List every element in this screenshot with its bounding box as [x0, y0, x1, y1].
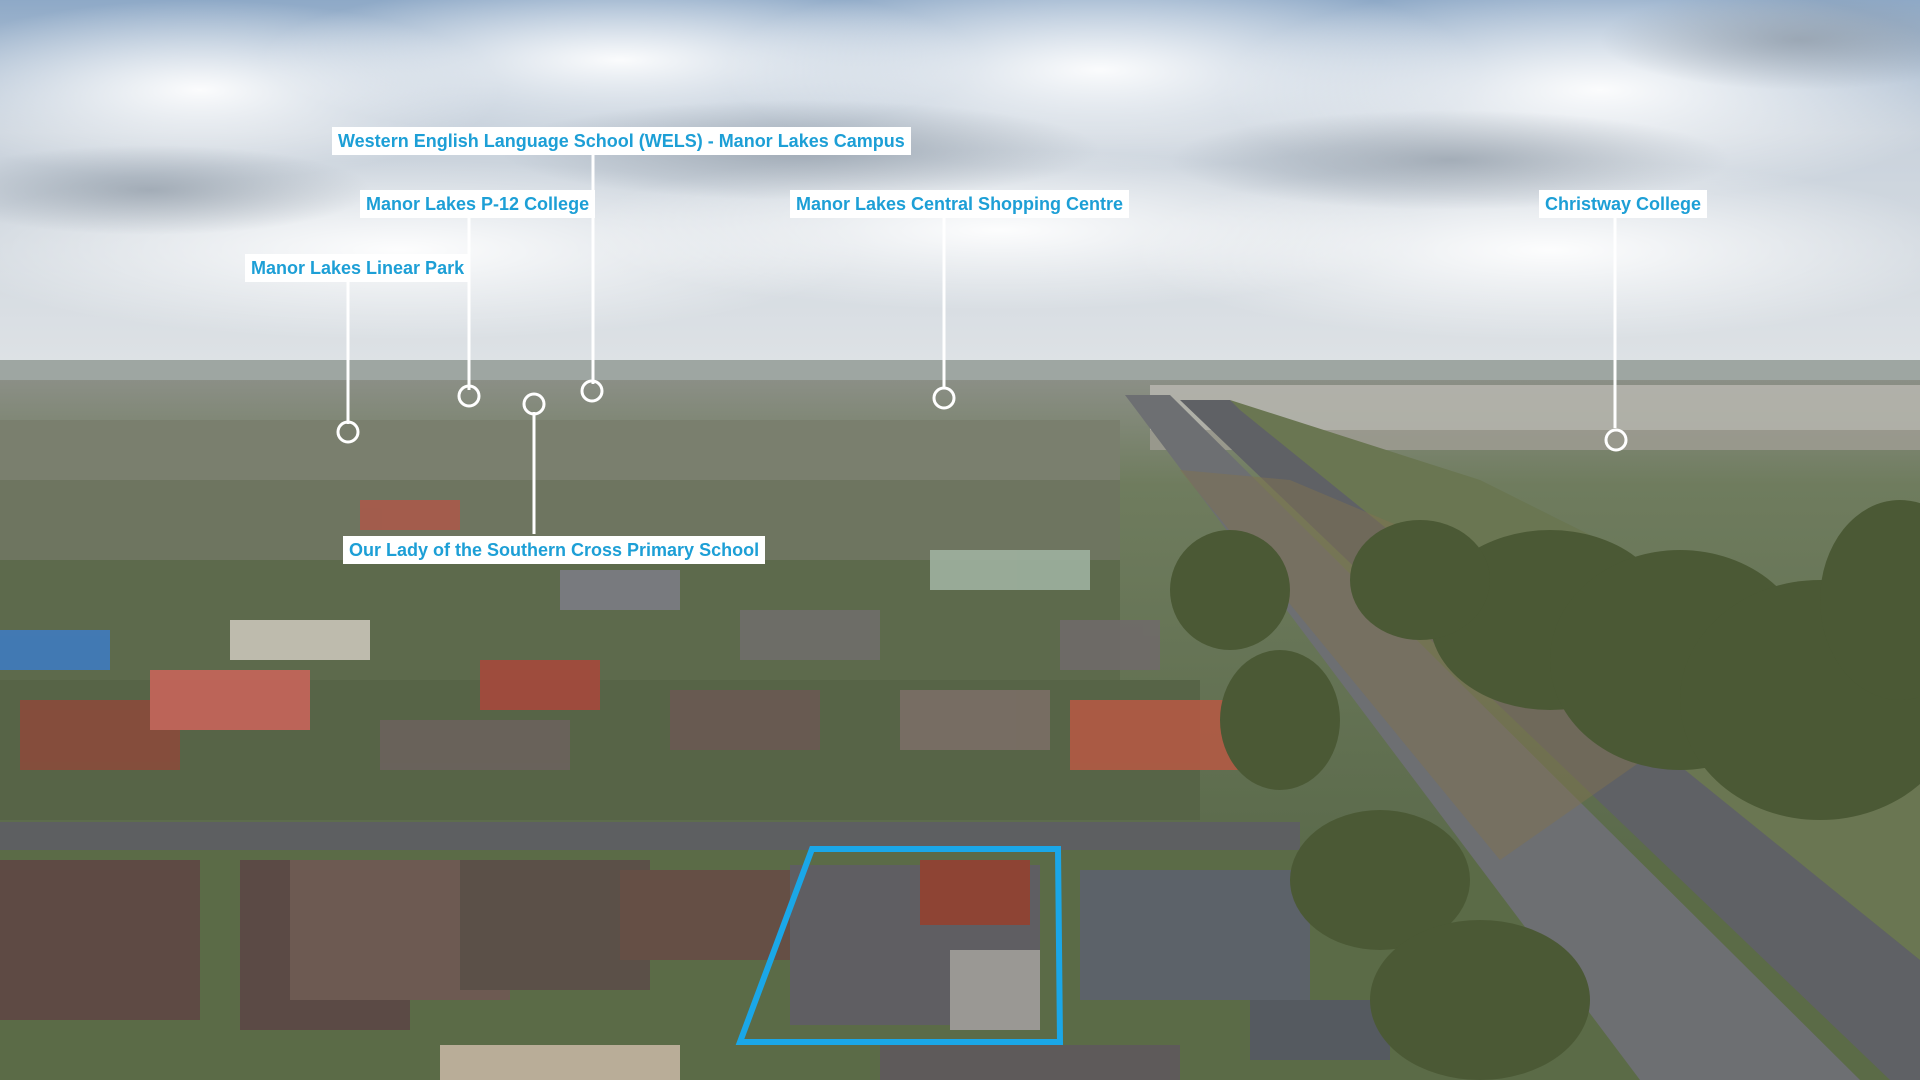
subject-property	[790, 860, 1040, 1030]
leader-lines	[346, 154, 1617, 534]
marker-primary	[522, 392, 546, 416]
marker-linear-park	[336, 420, 360, 444]
label-linear-park: Manor Lakes Linear Park	[245, 254, 471, 282]
marker-shopping	[932, 386, 956, 410]
street	[0, 822, 1300, 850]
marker-wels	[580, 379, 604, 403]
label-christway: Christway College	[1539, 190, 1708, 218]
property-outline	[735, 846, 1064, 1045]
clouds	[0, 0, 1920, 340]
roofs	[0, 500, 1240, 770]
tree-belt	[1170, 500, 1920, 1080]
label-wels: Western English Language School (WELS) -…	[332, 127, 911, 155]
location-markers	[336, 379, 1628, 452]
marker-christway	[1604, 428, 1628, 452]
label-college: Manor Lakes P-12 College	[360, 190, 596, 218]
label-primary: Our Lady of the Southern Cross Primary S…	[343, 536, 766, 564]
marker-college	[457, 384, 481, 408]
label-shopping: Manor Lakes Central Shopping Centre	[790, 190, 1130, 218]
